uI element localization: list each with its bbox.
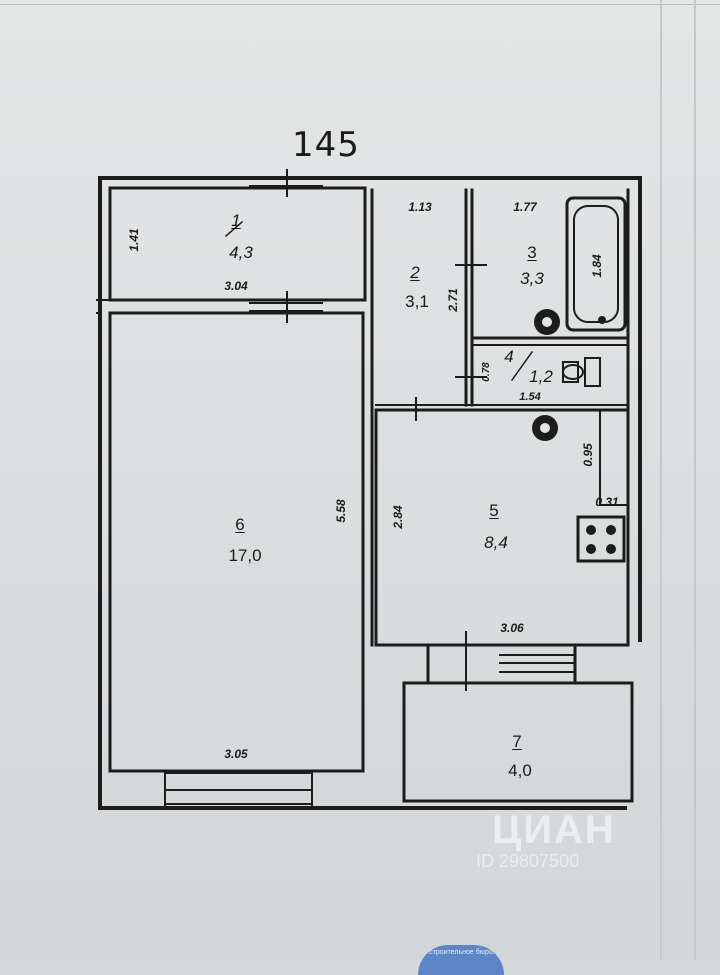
room-7-area: 4,0 — [508, 761, 532, 780]
room-3-area: 3,3 — [520, 269, 544, 288]
room-5-width: 3.06 — [500, 621, 524, 635]
paper-edge — [0, 4, 720, 5]
room-1-number: 1 — [231, 211, 241, 230]
page-fold-line — [660, 0, 662, 960]
room-4-area: 1,2 — [529, 367, 553, 386]
balcony-door-frame — [426, 643, 577, 685]
room-3-depth: 1.84 — [590, 254, 604, 278]
room-5-number: 5 — [489, 501, 499, 520]
room-2-width: 1.13 — [408, 200, 432, 214]
window — [499, 654, 574, 673]
room-3-number: 3 — [527, 243, 537, 262]
bathtub — [565, 196, 627, 332]
bathtub-inner — [573, 205, 619, 323]
room-1-width: 3.04 — [224, 279, 248, 293]
page-fold-line — [694, 0, 696, 960]
room-5-counter-dim: 0.95 — [581, 443, 595, 467]
bti-stamp: ...строительное бюро... — [418, 945, 504, 975]
stove-burners — [586, 525, 616, 554]
wall-edge — [96, 299, 111, 314]
door-marker — [415, 264, 487, 691]
watermark-brand: ЦИАН — [492, 808, 616, 852]
room-2-depth: 2.71 — [446, 288, 460, 312]
sink — [584, 357, 601, 387]
window — [164, 772, 313, 809]
room-6-outline — [108, 311, 365, 773]
room-5-area: 8,4 — [484, 533, 508, 552]
room-1-depth: 1.41 — [127, 228, 141, 252]
room-4-number: 4 — [504, 347, 514, 366]
room-1-slash — [224, 220, 244, 238]
room-6-area: 17,0 — [228, 546, 262, 565]
kitchen-counter — [599, 411, 629, 506]
room-6-depth: 5.58 — [334, 499, 348, 523]
room-6-number: 6 — [235, 515, 245, 534]
room-1-area: 4,3 — [229, 243, 253, 262]
plan-number: 145 — [292, 125, 360, 165]
watermark-id: ID 29807500 — [476, 851, 580, 871]
stove — [576, 515, 626, 563]
room-4-depth: 0.78 — [481, 362, 492, 382]
toilet-bowl — [562, 364, 584, 380]
room-2-number: 2 — [410, 263, 420, 282]
room-4-slash — [510, 350, 534, 382]
room-2-area: 3,1 — [405, 292, 429, 311]
room-3-width: 1.77 — [513, 200, 537, 214]
room-7-number: 7 — [512, 732, 522, 751]
room-7-outline — [402, 681, 634, 803]
room-5-outline — [374, 408, 630, 647]
room-1-outline — [108, 186, 367, 302]
room-5-depth: 2.84 — [391, 505, 405, 529]
riser-symbols — [532, 309, 606, 441]
stamp-text: ...строительное бюро... — [423, 949, 499, 956]
room-5-stove-dim: 0.31 — [595, 495, 619, 509]
room-4-width: 1.54 — [519, 391, 541, 403]
room-6-width: 3.05 — [224, 747, 248, 761]
